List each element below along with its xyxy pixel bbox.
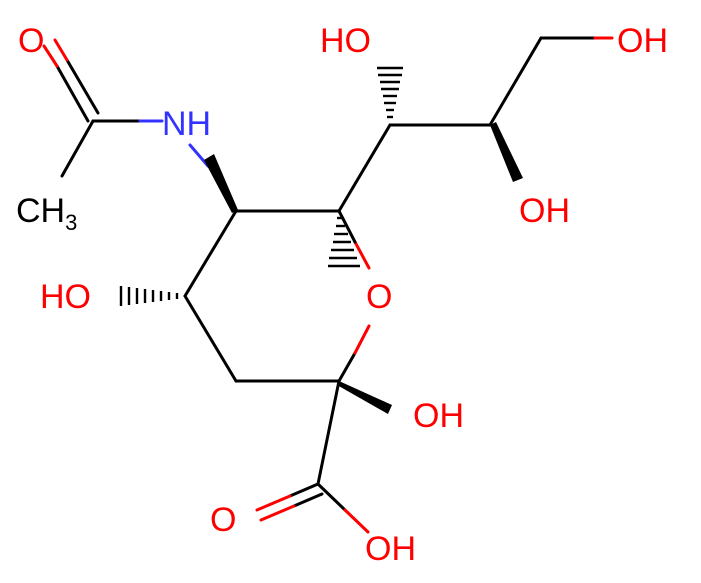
c6-c7-bond (337, 123, 392, 213)
acetyl-co-bond-red-a (42, 44, 59, 68)
acetyl-co-bond-b (65, 58, 100, 115)
c2-wedge (337, 381, 392, 414)
acid-coh-bond (316, 482, 347, 512)
ring-c4-c3 (183, 294, 238, 383)
n-c5-bond-blue (188, 143, 210, 168)
ring-o-c6 (337, 209, 357, 244)
acetyl-group (42, 38, 164, 178)
label-o-acid: O (210, 501, 236, 539)
acetyl-ch3-bond (60, 119, 95, 178)
acetyl-co-bond-red-b (53, 38, 69, 62)
label-oh-c7: HO (320, 22, 371, 60)
acid-co-bond-red-b (259, 504, 296, 522)
c8-c9-bond (488, 36, 543, 127)
acetyl-co-bond-a (55, 64, 90, 123)
ring-c2-o-red (353, 324, 371, 355)
label-ring-o: O (366, 278, 392, 316)
ring-o-c6-red (353, 240, 371, 270)
acid-co-bond-b (292, 492, 324, 508)
label-oh-c2: OH (413, 397, 464, 435)
label-oh-c9: OH (617, 22, 668, 60)
acid-coh-bond-red (343, 508, 370, 534)
label-ho-c4: HO (40, 278, 91, 316)
ring-c5-c4 (183, 209, 238, 298)
c4-hash-wedge (119, 286, 179, 306)
ring-c2-o (337, 351, 357, 383)
c7-hash-wedge (377, 66, 403, 119)
pyranose-ring (183, 209, 371, 383)
label-o-acetyl: O (18, 22, 44, 60)
label-oh-c8: OH (519, 192, 570, 230)
acid-co-bond-red-a (255, 494, 292, 512)
c2-carboxyl-bond (316, 379, 341, 486)
acid-co-bond-a (288, 482, 320, 498)
c6-hash-wedge (328, 216, 360, 268)
c8-wedge (490, 122, 523, 182)
label-oh-acid: OH (365, 530, 416, 568)
label-nh: NH (162, 105, 211, 143)
label-ch3: CH3 (16, 192, 77, 235)
n-c5-wedge (204, 154, 238, 213)
